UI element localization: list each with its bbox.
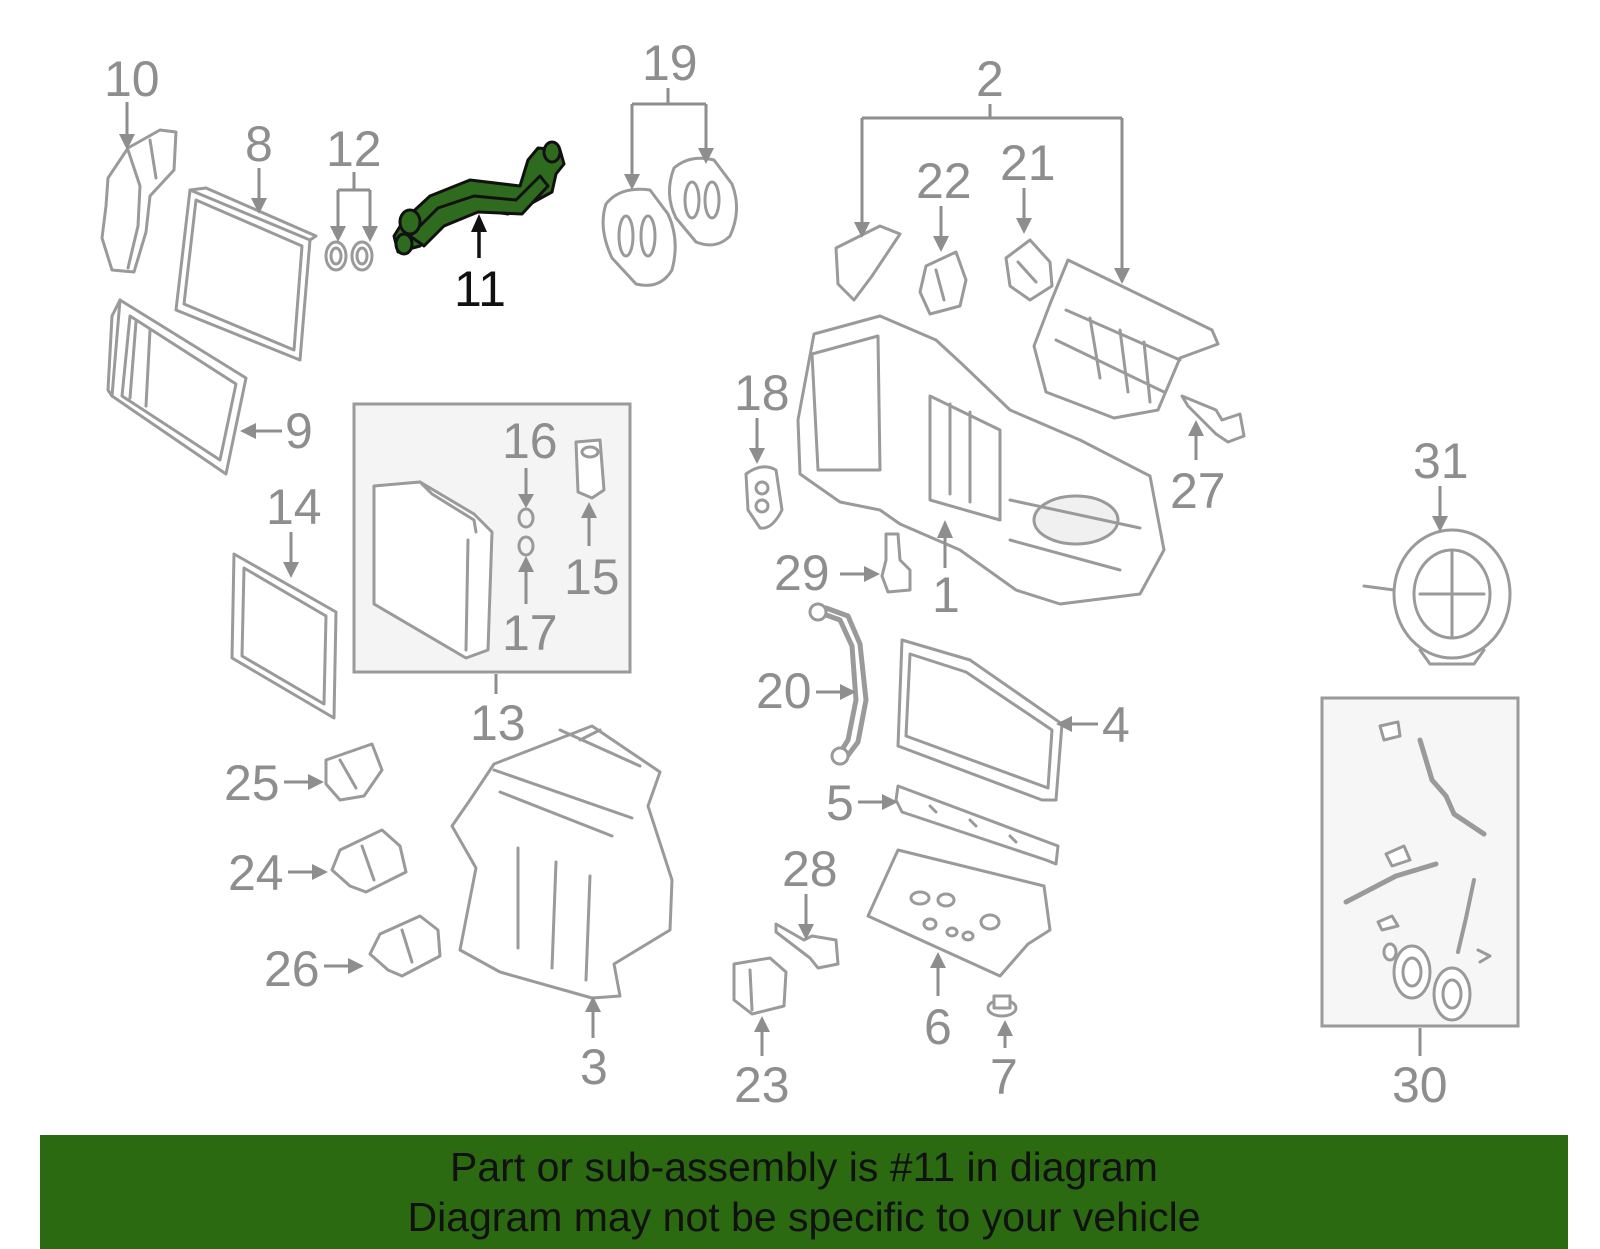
svg-text:7: 7	[990, 1049, 1018, 1105]
svg-text:10: 10	[104, 51, 160, 107]
svg-text:20: 20	[756, 663, 812, 719]
callout-25: 25	[224, 755, 324, 811]
svg-text:13: 13	[470, 695, 526, 751]
part-25-actuator[interactable]	[324, 742, 384, 802]
part-29-actuator-pin[interactable]	[880, 532, 912, 594]
part-13-kit-box[interactable]	[352, 402, 632, 674]
callout-24: 24	[228, 845, 328, 901]
part-5-seal-strip[interactable]	[894, 784, 1060, 866]
part-11-heater-pipes[interactable]	[392, 140, 566, 256]
svg-text:8: 8	[245, 116, 273, 172]
callout-15: 15	[564, 502, 620, 605]
part-2-flap-housing[interactable]	[1032, 258, 1220, 420]
part-28-sensor[interactable]	[774, 922, 840, 970]
callout-17: 17	[502, 556, 558, 661]
svg-text:31: 31	[1413, 433, 1469, 489]
callout-31: 31	[1413, 433, 1469, 532]
svg-text:6: 6	[924, 999, 952, 1055]
svg-text:12: 12	[326, 121, 382, 177]
part-14-cabin-filter[interactable]	[230, 552, 338, 720]
svg-text:3: 3	[580, 1039, 608, 1095]
callout-4: 4	[1056, 697, 1130, 753]
part-31-blower-motor[interactable]	[1362, 528, 1512, 666]
part-24-actuator[interactable]	[330, 828, 408, 894]
svg-text:5: 5	[826, 775, 854, 831]
part-23-control-module[interactable]	[732, 956, 788, 1016]
part-18-switch[interactable]	[744, 465, 784, 530]
callout-18: 18	[734, 365, 790, 464]
callout-12: 12	[326, 121, 382, 242]
part-7-clip[interactable]	[986, 994, 1018, 1018]
callout-30: 30	[1392, 1028, 1448, 1113]
part-9-evaporator[interactable]	[106, 298, 248, 476]
callout-1: 1	[932, 520, 960, 623]
callout-28: 28	[782, 841, 838, 940]
svg-text:17: 17	[502, 605, 558, 661]
svg-text:27: 27	[1170, 463, 1226, 519]
part-30-linkage-kit[interactable]	[1320, 696, 1520, 1028]
info-banner: Part or sub-assembly is #11 in diagram D…	[40, 1135, 1568, 1249]
callout-11: 11	[454, 214, 506, 317]
part-10-side-cover[interactable]	[100, 128, 178, 274]
callout-23: 23	[734, 1016, 790, 1113]
callout-26: 26	[264, 941, 364, 997]
part-6-tray[interactable]	[866, 848, 1052, 978]
svg-text:14: 14	[266, 479, 322, 535]
callout-9: 9	[240, 403, 313, 459]
svg-text:2: 2	[976, 51, 1004, 107]
banner-line-part-number: Part or sub-assembly is #11 in diagram	[450, 1144, 1158, 1190]
part-19-duct-seals[interactable]	[601, 156, 738, 287]
callout-5: 5	[826, 775, 898, 831]
part-20-drain-tube[interactable]	[808, 602, 869, 766]
callout-21: 21	[1000, 135, 1056, 234]
svg-text:29: 29	[774, 545, 830, 601]
callout-22: 22	[916, 153, 972, 252]
svg-text:30: 30	[1392, 1057, 1448, 1113]
svg-text:9: 9	[285, 403, 313, 459]
part-2-small-flap[interactable]	[834, 224, 902, 302]
svg-text:4: 4	[1102, 697, 1130, 753]
callout-13: 13	[470, 674, 526, 751]
part-3-lower-housing[interactable]	[450, 724, 674, 1000]
svg-text:28: 28	[782, 841, 838, 897]
part-26-actuator[interactable]	[368, 914, 442, 978]
callout-7: 7	[990, 1020, 1018, 1105]
part-12-o-rings[interactable]	[324, 240, 374, 272]
svg-text:23: 23	[734, 1057, 790, 1113]
callout-10: 10	[104, 51, 160, 150]
svg-text:22: 22	[916, 153, 972, 209]
svg-text:16: 16	[502, 413, 558, 469]
part-1-main-housing[interactable]	[796, 314, 1166, 606]
part-27-sensor[interactable]	[1180, 394, 1246, 444]
svg-text:24: 24	[228, 845, 284, 901]
part-4-filter[interactable]	[896, 638, 1064, 802]
banner-line-disclaimer: Diagram may not be specific to your vehi…	[407, 1194, 1201, 1240]
svg-text:11: 11	[454, 261, 506, 317]
svg-text:19: 19	[642, 35, 698, 91]
part-22-flap[interactable]	[918, 250, 968, 316]
callout-16: 16	[502, 413, 558, 508]
callout-2: 2	[854, 51, 1130, 284]
callout-3: 3	[580, 996, 608, 1095]
callout-6: 6	[924, 952, 952, 1055]
svg-text:15: 15	[564, 549, 620, 605]
callout-27: 27	[1170, 420, 1226, 519]
svg-text:25: 25	[224, 755, 280, 811]
callout-8: 8	[245, 116, 273, 214]
svg-text:18: 18	[734, 365, 790, 421]
svg-text:26: 26	[264, 941, 320, 997]
callout-20: 20	[756, 663, 856, 719]
callout-29: 29	[774, 545, 880, 601]
part-8-heater-core[interactable]	[174, 186, 318, 362]
callout-14: 14	[266, 479, 322, 578]
part-21-flap[interactable]	[1004, 238, 1054, 302]
callout-19: 19	[624, 35, 714, 190]
svg-text:21: 21	[1000, 135, 1056, 191]
svg-text:1: 1	[932, 567, 960, 623]
